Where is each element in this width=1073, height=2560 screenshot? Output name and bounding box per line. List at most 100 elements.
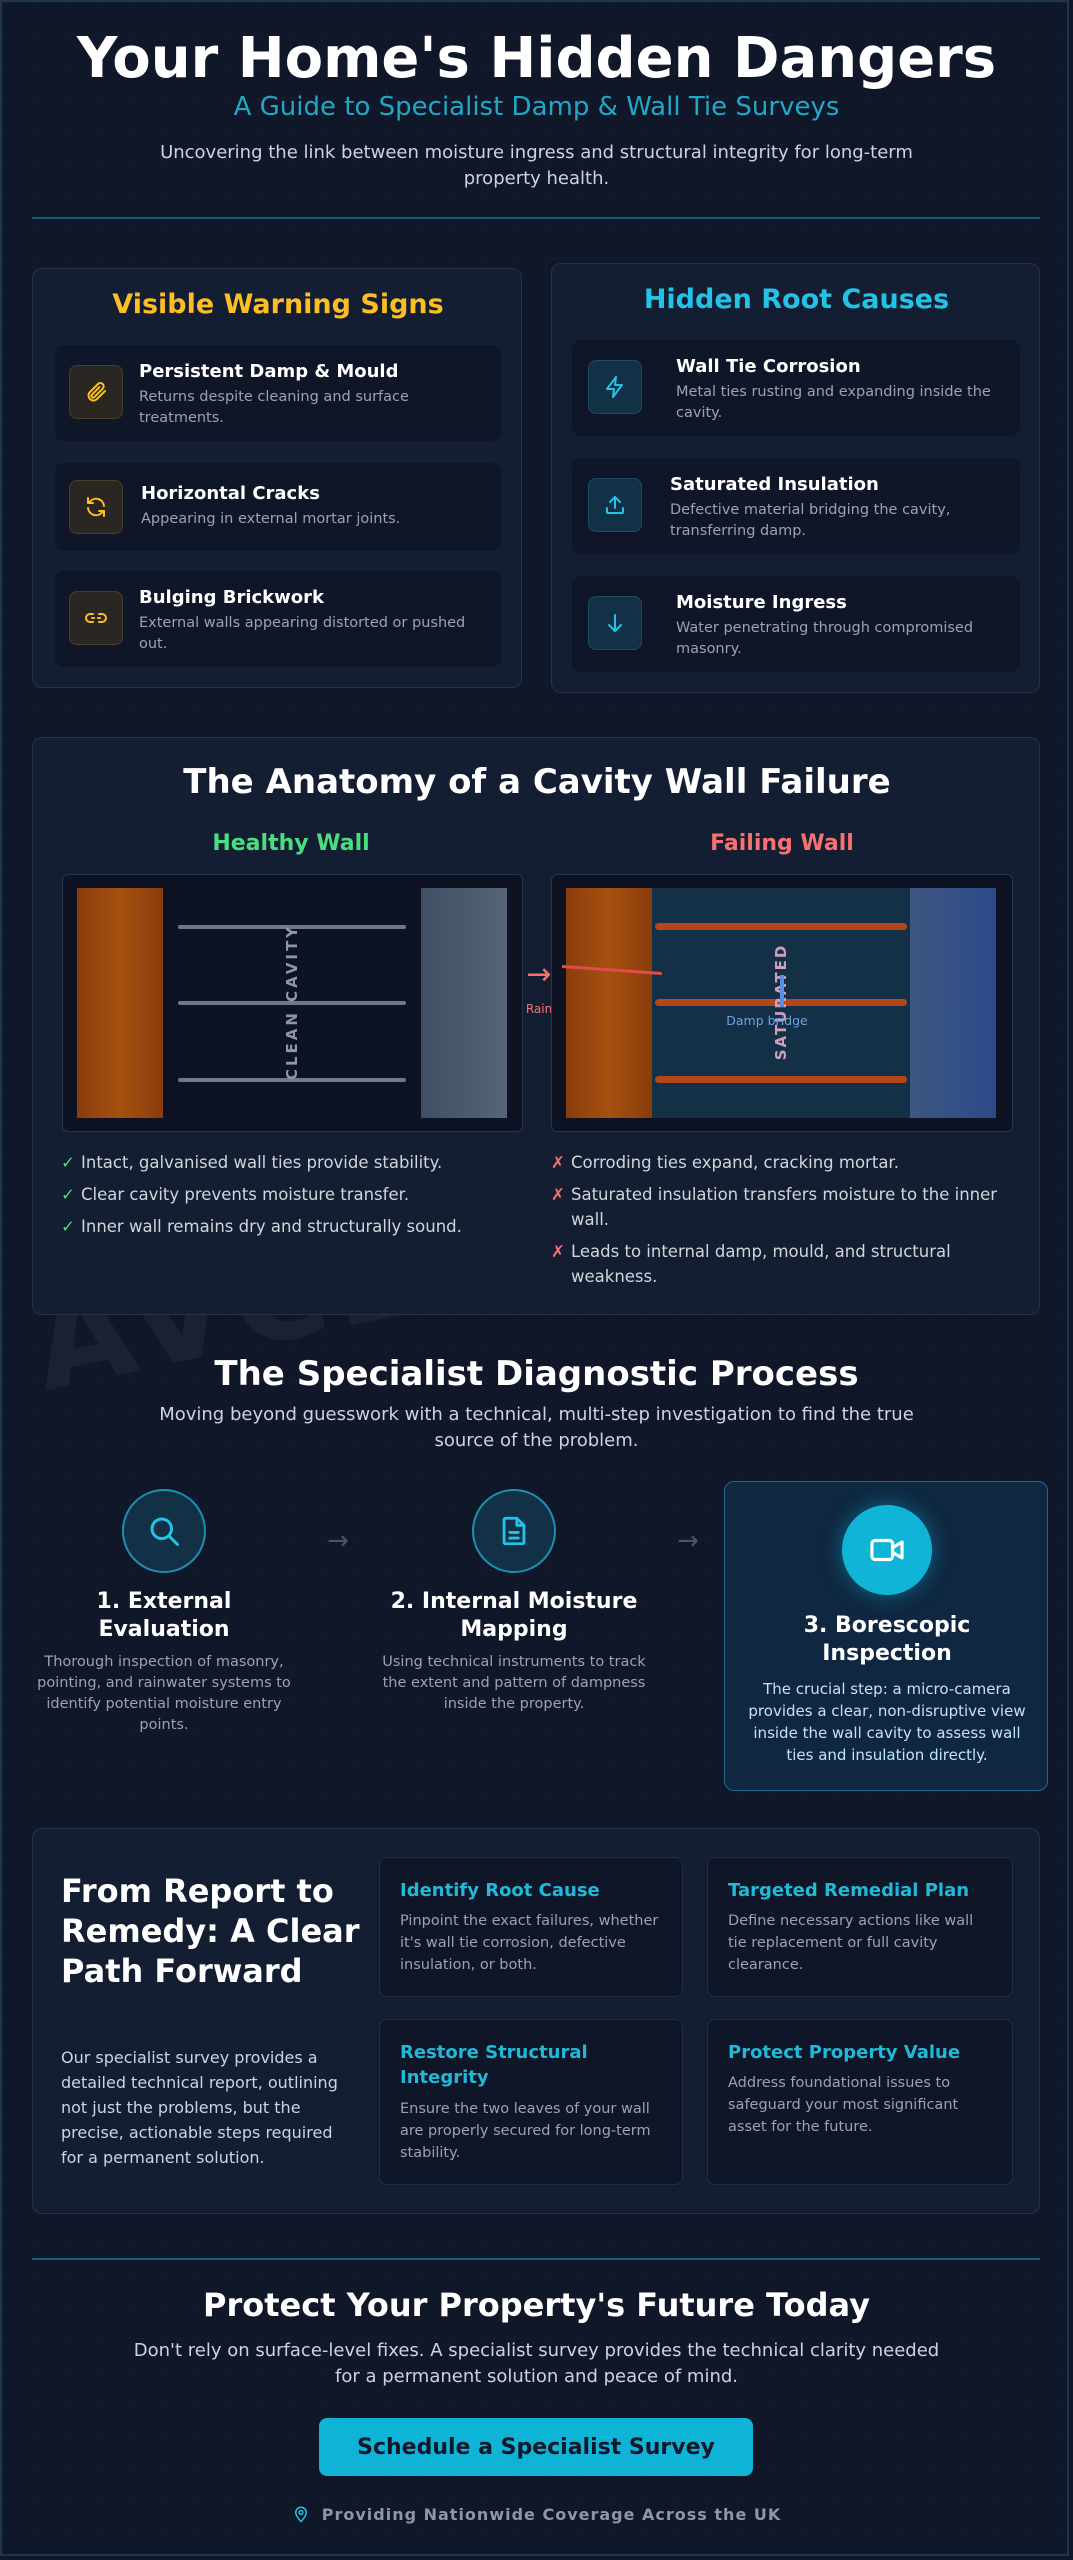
magnifier-icon <box>122 1489 206 1573</box>
cause-card: Saturated Insulation Defective material … <box>572 458 1020 554</box>
cause-card: Moisture Ingress Water penetrating throu… <box>572 576 1020 672</box>
failing-wall-diagram: SATURATED Damp bridge <box>551 874 1013 1132</box>
remedy-card-desc: Address foundational issues to safeguard… <box>728 2075 959 2135</box>
list-item-text: Leads to internal damp, mould, and struc… <box>571 1242 951 1286</box>
wall-tie <box>178 925 406 929</box>
remedy-card-title: Targeted Remedial Plan <box>728 1880 970 1901</box>
list-item: ✓ Inner wall remains dry and structurally… <box>61 1214 521 1239</box>
cross-icon: ✗ <box>551 1185 565 1204</box>
list-item: ✗ Saturated insulation transfers moisture… <box>551 1182 1021 1232</box>
damp-bridge-label: Damp bridge <box>726 1013 808 1028</box>
anatomy-title: The Anatomy of a Cavity Wall Failure <box>183 762 891 802</box>
remedy-desc: Our specialist survey provides a detaile… <box>61 2048 338 2167</box>
warning-card-title: Horizontal Cracks <box>141 483 320 504</box>
cause-card: Wall Tie Corrosion Metal ties rusting an… <box>572 340 1020 436</box>
divider <box>32 217 1040 219</box>
paperclip-icon <box>69 365 123 419</box>
page-title: Your Home's Hidden Dangers <box>76 26 997 91</box>
list-item: ✓Intact, galvanised wall ties provide st… <box>61 1150 521 1175</box>
divider <box>32 2258 1040 2260</box>
step-title: 1. External Evaluation <box>96 1589 232 1642</box>
check-icon: ✓ <box>61 1185 75 1204</box>
remedy-card: Protect Property Value Address foundatio… <box>707 2019 1013 2185</box>
cta-desc: Don't rely on surface-level fixes. A spe… <box>133 2340 940 2387</box>
step-title: 2. Internal Moisture Mapping <box>390 1589 638 1642</box>
remedy-card-desc: Pinpoint the exact failures, whether it'… <box>400 1913 659 1973</box>
list-item-text: Intact, galvanised wall ties provide sta… <box>81 1153 443 1172</box>
video-camera-icon <box>842 1505 932 1595</box>
corroded-wall-tie <box>655 923 907 930</box>
cause-card-title: Moisture Ingress <box>676 592 847 613</box>
remedy-card: Targeted Remedial Plan Define necessary … <box>707 1857 1013 1997</box>
healthy-wall-title: Healthy Wall <box>212 831 370 856</box>
corroded-wall-tie <box>655 1076 907 1083</box>
remedy-card: Restore Structural Integrity Ensure the … <box>379 2019 683 2185</box>
cause-card-title: Wall Tie Corrosion <box>676 356 861 377</box>
root-causes-panel: Hidden Root Causes Wall Tie Corrosion Me… <box>551 263 1040 693</box>
inner-block-leaf <box>421 888 507 1118</box>
list-item-text: Saturated insulation transfers moisture … <box>571 1185 998 1229</box>
wall-tie <box>178 1078 406 1082</box>
link-icon <box>69 591 123 645</box>
warning-card: Persistent Damp & Mould Returns despite … <box>55 345 501 441</box>
outer-brick-leaf <box>77 888 163 1118</box>
damp-inner-leaf <box>910 888 996 1118</box>
refresh-icon <box>69 480 123 534</box>
outer-brick-leaf <box>566 888 652 1118</box>
remedy-card-desc: Define necessary actions like wall tie r… <box>728 1913 974 1973</box>
step-arrow-icon: → <box>327 1526 349 1556</box>
remedy-card: Identify Root Cause Pinpoint the exact f… <box>379 1857 683 1997</box>
remedy-card-title: Restore Structural Integrity <box>400 2042 588 2088</box>
check-icon: ✓ <box>61 1217 75 1236</box>
warning-card-desc: Appearing in external mortar joints. <box>141 511 401 527</box>
list-item: ✓ Clear cavity prevents moisture transfer… <box>61 1182 521 1207</box>
remedy-title: From Report to Remedy: A Clear Path Forw… <box>61 1872 360 1990</box>
clean-cavity-label: CLEAN CAVITY <box>283 923 301 1081</box>
upload-icon <box>588 478 642 532</box>
list-item-text: Inner wall remains dry and structurally … <box>81 1217 462 1236</box>
list-item: ✗Corroding ties expand, cracking mortar. <box>551 1150 1021 1175</box>
remedy-card-title: Protect Property Value <box>728 2042 961 2063</box>
remedy-panel: From Report to Remedy: A Clear Path Forw… <box>32 1828 1040 2214</box>
warning-card-title: Persistent Damp & Mould <box>139 361 399 382</box>
step-desc: Thorough inspection of masonry, pointing… <box>37 1654 291 1733</box>
warning-card: Bulging Brickwork External walls appeari… <box>55 571 501 667</box>
rain-label: Rain <box>525 1002 553 1016</box>
lightning-icon <box>588 360 642 414</box>
document-icon <box>472 1489 556 1573</box>
list-item: ✗ Leads to internal damp, mould, and stru… <box>551 1239 1021 1289</box>
process-subtitle: Moving beyond guesswork with a technical… <box>159 1404 914 1451</box>
warning-card: Horizontal Cracks Appearing in external … <box>55 463 501 551</box>
step-arrow-icon: → <box>677 1526 699 1556</box>
anatomy-panel: The Anatomy of a Cavity Wall Failure Hea… <box>32 737 1040 1315</box>
cause-card-desc: Defective material bridging the cavity, … <box>670 502 951 539</box>
step-desc: Using technical instruments to track the… <box>382 1654 646 1712</box>
warning-card-desc: External walls appearing distorted or pu… <box>139 615 466 652</box>
remedy-card-title: Identify Root Cause <box>400 1880 600 1901</box>
arrow-down-icon <box>588 596 642 650</box>
intro-text: Uncovering the link between moisture ing… <box>160 142 913 189</box>
healthy-wall-diagram: CLEAN CAVITY <box>62 874 523 1132</box>
damp-bridge-marker <box>780 975 784 1007</box>
cause-card-title: Saturated Insulation <box>670 474 879 495</box>
schedule-survey-button[interactable]: Schedule a Specialist Survey <box>319 2418 753 2476</box>
cause-card-desc: Metal ties rusting and expanding inside … <box>676 384 991 421</box>
step-title: 3. Borescopic Inspection <box>803 1613 971 1666</box>
warning-signs-title: Visible Warning Signs <box>112 289 444 320</box>
process-title: The Specialist Diagnostic Process <box>214 1354 859 1394</box>
step-desc: The crucial step: a micro-camera provide… <box>748 1680 1026 1764</box>
warning-signs-panel: Visible Warning Signs Persistent Damp & … <box>32 268 522 688</box>
cross-icon: ✗ <box>551 1242 565 1261</box>
healthy-points-list: ✓ Intact, galvanised wall ties provide st… <box>61 1150 521 1246</box>
coverage-text: Providing Nationwide Coverage Across the… <box>321 2504 782 2524</box>
list-item-text: Clear cavity prevents moisture transfer. <box>81 1185 410 1204</box>
warning-card-title: Bulging Brickwork <box>139 587 324 608</box>
highlighted-step-card: 3. Borescopic Inspection The crucial ste… <box>724 1481 1048 1791</box>
warning-card-desc: Returns despite cleaning and surface tre… <box>139 389 409 426</box>
failing-points-list: ✗Corroding ties expand, cracking mortar.… <box>551 1150 1021 1296</box>
wall-tie <box>178 1001 406 1005</box>
location-pin-icon <box>292 2504 310 2524</box>
page-subtitle: A Guide to Specialist Damp & Wall Tie Su… <box>233 92 840 122</box>
coverage-line: Providing Nationwide Coverage Across the… <box>0 2504 1073 2524</box>
remedy-card-desc: Ensure the two leaves of your wall are p… <box>400 2101 651 2161</box>
